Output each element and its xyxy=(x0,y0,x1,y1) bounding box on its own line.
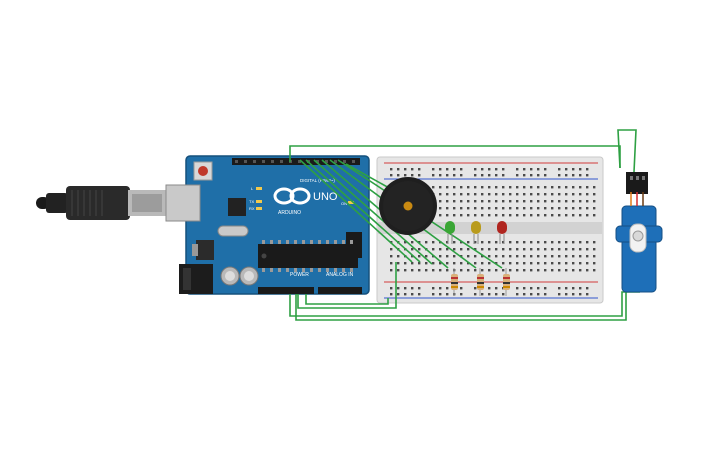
reset-button[interactable] xyxy=(198,166,208,176)
wire-d12 xyxy=(305,159,421,263)
resistor-2[interactable] xyxy=(477,268,484,296)
on-label: ON xyxy=(341,201,347,206)
usb-cable[interactable] xyxy=(36,186,166,220)
wire-power-return xyxy=(297,262,397,309)
wire-servo-signal xyxy=(295,286,627,321)
power-header[interactable] xyxy=(258,287,314,294)
board-brand-label: ARDUINO xyxy=(278,210,301,216)
power-label: POWER xyxy=(290,272,309,278)
servo-horn[interactable] xyxy=(632,230,644,242)
led-yellow[interactable] xyxy=(471,221,481,244)
led-green[interactable] xyxy=(445,221,455,244)
digital-header[interactable] xyxy=(232,158,360,165)
led-red[interactable] xyxy=(497,221,507,244)
wires xyxy=(289,129,640,321)
servo-motor[interactable] xyxy=(615,172,663,293)
wire-d11 xyxy=(313,159,433,265)
atmega-chip xyxy=(258,244,358,268)
analog-header[interactable] xyxy=(318,287,362,294)
analog-label: ANALOG IN xyxy=(326,272,354,278)
resistor-1[interactable] xyxy=(451,268,458,296)
resistor-3[interactable] xyxy=(503,268,510,296)
arduino-uno-board[interactable]: UNO ARDUINO DIGITAL (PWM~) POWER ANALOG … xyxy=(165,155,370,295)
rx-label: RX xyxy=(249,206,255,211)
wire-vin xyxy=(305,294,389,305)
board-model-label: UNO xyxy=(313,191,338,203)
tx-label: TX xyxy=(249,199,254,204)
piezo-buzzer[interactable] xyxy=(379,177,437,235)
l-label: L xyxy=(251,186,254,191)
wire-d13 xyxy=(299,159,413,263)
wire-servo-loop xyxy=(617,129,637,173)
arduino-logo xyxy=(273,187,311,205)
digital-label: DIGITAL (PWM~) xyxy=(300,178,335,183)
